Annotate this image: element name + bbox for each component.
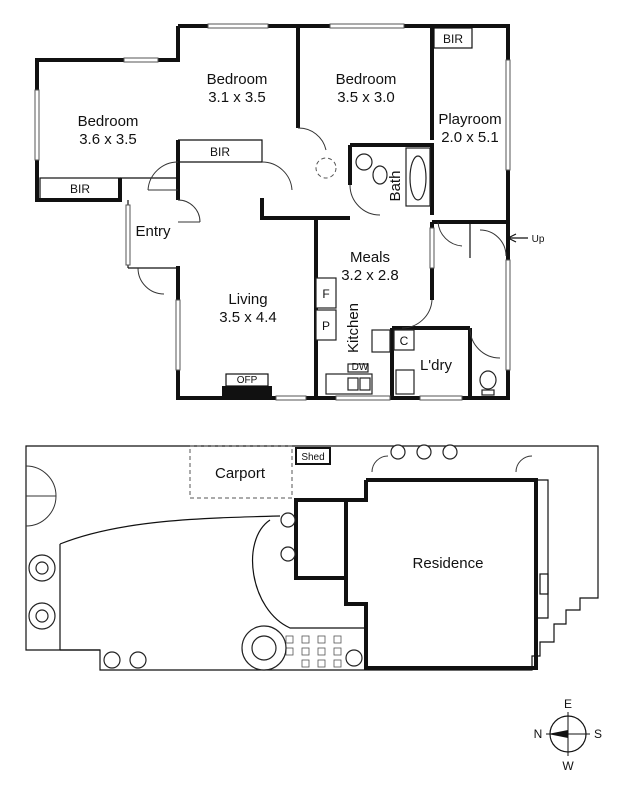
laundry-name: L'dry — [420, 357, 453, 374]
compass: E N S W — [534, 697, 602, 773]
ofp-label: OFP — [237, 375, 258, 386]
living-dim: 3.5 x 4.4 — [219, 309, 277, 326]
bedroom-1-name: Bedroom — [78, 113, 139, 130]
bir-label: BIR — [210, 145, 230, 159]
dishwasher-label: DW — [352, 362, 369, 373]
compass-needle-icon — [548, 730, 568, 738]
fridge-label: F — [322, 287, 329, 301]
paver-grid — [285, 635, 342, 668]
compass-north: N — [534, 727, 543, 741]
bir-closet — [39, 177, 121, 201]
bir-label: BIR — [70, 182, 90, 196]
tree-icon — [28, 444, 458, 671]
compass-west: W — [562, 759, 574, 773]
living-name: Living — [228, 291, 267, 308]
compass-south: S — [594, 727, 602, 741]
residence-label: Residence — [413, 555, 484, 572]
bath-name: Bath — [387, 171, 404, 202]
stair-up-label: Up — [532, 234, 545, 245]
fireplace-hearth — [222, 386, 272, 396]
carport-label: Carport — [215, 465, 266, 482]
bedroom-1-dim: 3.6 x 3.5 — [79, 131, 137, 148]
shed-outline — [295, 447, 331, 465]
playroom-dim: 2.0 x 5.1 — [441, 129, 499, 146]
kitchen-name: Kitchen — [345, 303, 362, 353]
playroom-name: Playroom — [438, 111, 501, 128]
cupboard-label: C — [400, 334, 409, 348]
bir-label: BIR — [443, 32, 463, 46]
bedroom-2-name: Bedroom — [207, 71, 268, 88]
floor-plan: Bedroom 3.6 x 3.5 Bedroom 3.1 x 3.5 Bedr… — [34, 23, 545, 401]
carport-outline — [189, 445, 293, 499]
pantry-label: P — [322, 319, 330, 333]
shed-label: Shed — [301, 452, 324, 463]
bedroom-2-dim: 3.1 x 3.5 — [208, 89, 266, 106]
meals-dim: 3.2 x 2.8 — [341, 267, 399, 284]
meals-name: Meals — [350, 249, 390, 266]
bedroom-3-dim: 3.5 x 3.0 — [337, 89, 395, 106]
bir-closet — [433, 27, 473, 49]
bedroom-3-name: Bedroom — [336, 71, 397, 88]
site-plan: Carport Shed Residence — [25, 444, 599, 671]
entry-name: Entry — [135, 223, 171, 240]
compass-east: E — [564, 697, 572, 711]
